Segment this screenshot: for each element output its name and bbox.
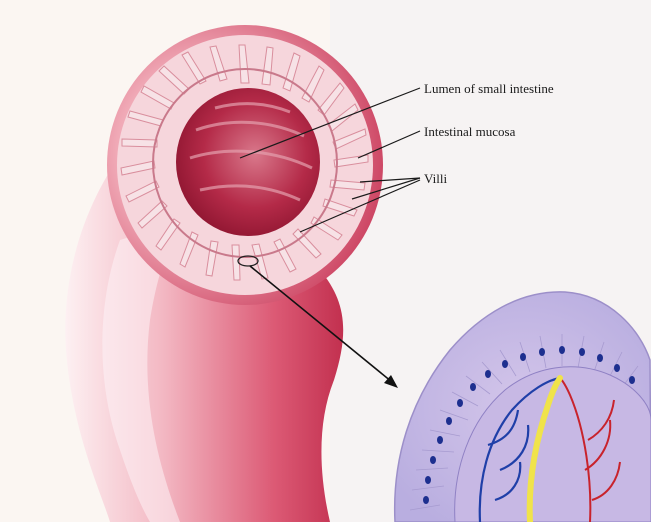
label-villi: Villi <box>424 172 447 186</box>
label-intestinal-mucosa: Intestinal mucosa <box>424 125 515 139</box>
label-lumen: Lumen of small intestine <box>424 82 554 96</box>
